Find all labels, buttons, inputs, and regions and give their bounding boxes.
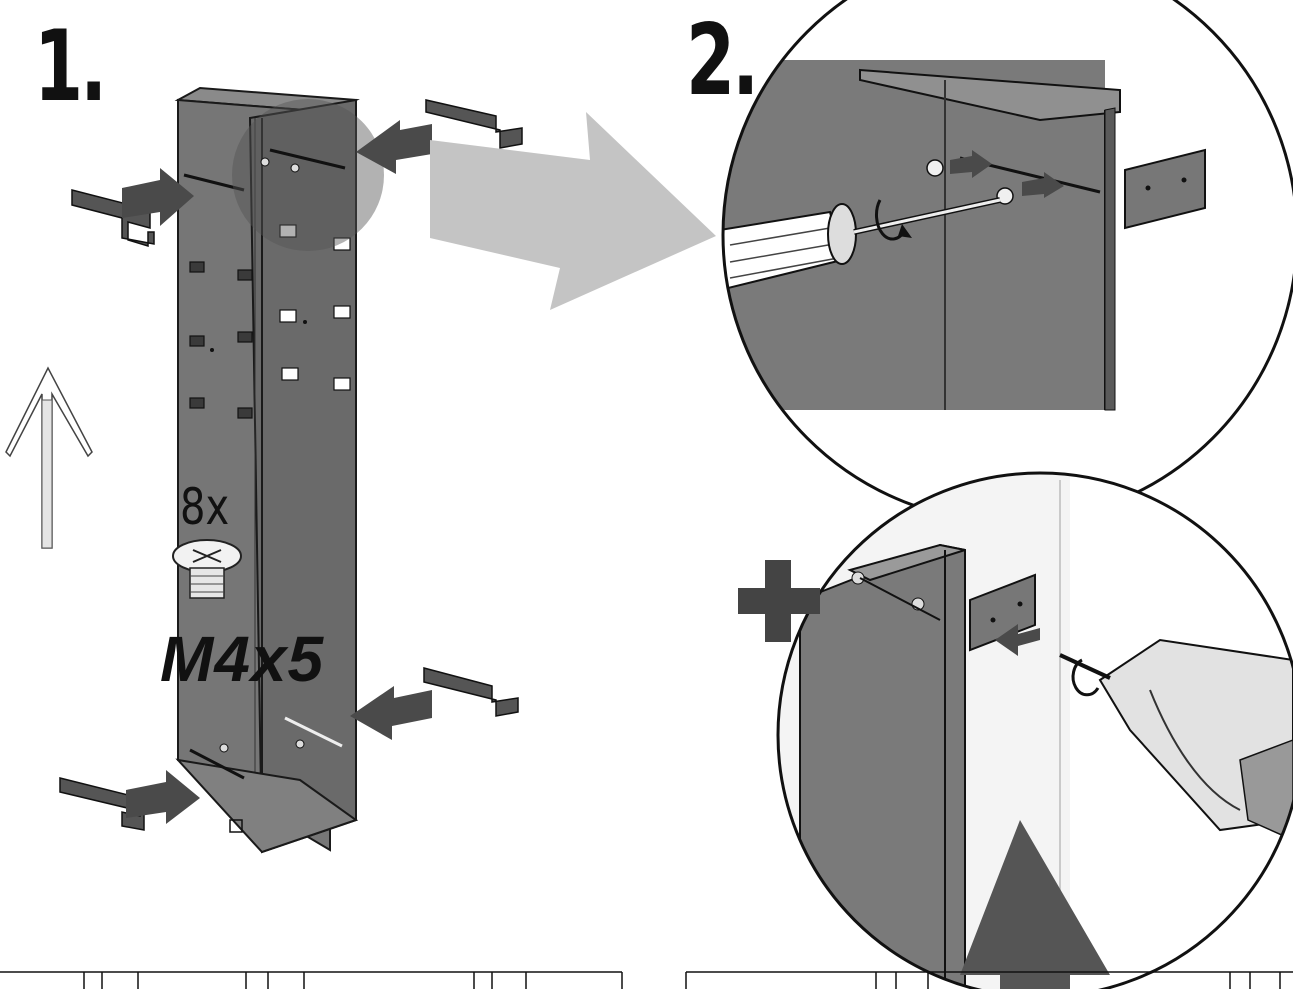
up-arrow-icon: [5, 366, 93, 549]
plus-icon: [738, 560, 820, 642]
footer-table-lines: [0, 971, 1293, 989]
screw-quantity: 8x: [180, 478, 230, 536]
transition-arrow: [430, 112, 716, 310]
step-2-number: 2.: [686, 4, 759, 118]
screw-icon: [172, 539, 242, 599]
screw-code: M4x5: [160, 623, 325, 695]
detail-circle-screwdriver: [721, 0, 1293, 524]
cabinet-column: [174, 86, 384, 854]
direction-arrows: [122, 120, 432, 824]
mounting-brackets: [59, 99, 523, 831]
detail-circle-drill: [776, 471, 1293, 989]
step-1-number: 1.: [34, 10, 107, 124]
